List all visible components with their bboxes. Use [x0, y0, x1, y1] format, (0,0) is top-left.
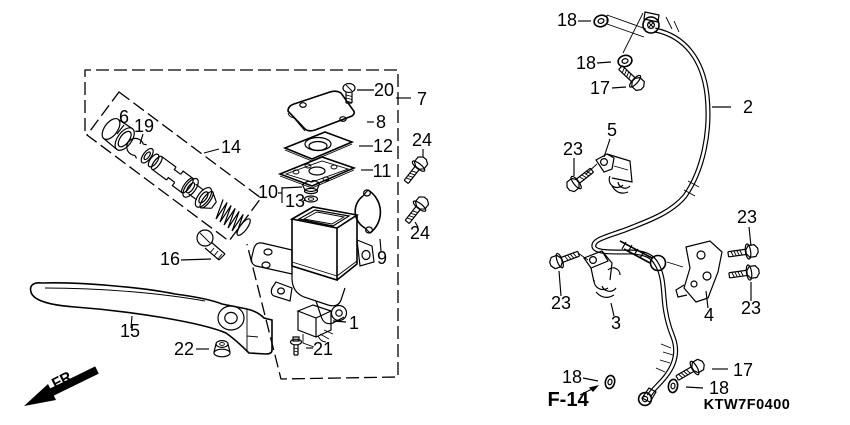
callout-13: 13: [285, 191, 305, 211]
callout-18-2-leader: [596, 61, 612, 64]
fr-direction-arrow: FR.: [24, 366, 99, 406]
callout-23-2: 23: [551, 293, 571, 313]
callout-17-bottom: 17: [733, 360, 753, 380]
figure-ref-label: F-14: [547, 389, 589, 411]
callout-17-top-leader: [611, 86, 627, 89]
top-fitting-leader-band: [606, 12, 647, 54]
callout-20: 20: [374, 80, 394, 100]
callout-11: 11: [373, 161, 392, 181]
callout-23-1: 23: [563, 139, 583, 159]
switch-screw: [289, 336, 303, 356]
seal-washer-18-3: [603, 373, 617, 391]
callout-16: 16: [160, 249, 180, 269]
callout-18-2: 18: [576, 53, 596, 73]
hose-bottom-fitting: [637, 387, 657, 407]
callout-21: 21: [313, 339, 333, 359]
hose-clamp-3: [583, 250, 621, 298]
callout-5: 5: [607, 120, 617, 140]
reservoir-cap: [287, 90, 356, 132]
handlebar-clamp: [354, 189, 382, 234]
callout-18-4: 18: [709, 378, 729, 398]
callout-12: 12: [373, 136, 393, 156]
cap-nut-bracket: [281, 186, 303, 203]
lever-pivot-nut: [213, 340, 231, 358]
lever-pivot-bolt: [196, 229, 226, 261]
callout-19-leader: [139, 133, 144, 145]
seal-washer-18-2: [615, 52, 635, 70]
piston-kit-boundary: [86, 91, 262, 242]
callout-23-3: 23: [737, 207, 757, 227]
callout-13-leader: [302, 199, 307, 202]
reservoir-cap-screw: [342, 82, 356, 104]
banjo-bolt-17-bottom: [672, 355, 708, 386]
callout-24-1: 24: [412, 130, 432, 150]
callout-5-leader: [603, 138, 611, 158]
assembly-boundary: [84, 69, 399, 380]
callout-17-top: 17: [590, 78, 610, 98]
clamp-bolt-23-3: [726, 242, 760, 263]
callout-10: 10: [258, 182, 278, 202]
callout-18-3: 18: [562, 367, 582, 387]
callout-14: 14: [221, 137, 241, 157]
callout-23-2-leader: [558, 270, 562, 297]
figure-ref-arrow: [579, 385, 599, 396]
callout-18-4-leader: [685, 386, 704, 389]
master-cylinder-body: [250, 206, 375, 325]
reservoir-plate: [282, 131, 355, 162]
seal-washer-18-4: [666, 378, 680, 394]
clamp-bolt-23-4: [727, 263, 761, 284]
callout-1: 1: [349, 313, 359, 333]
callout-3: 3: [611, 313, 621, 333]
callout-14-leader: [203, 148, 220, 154]
brake-switch: [296, 304, 334, 348]
callout-16-leader: [180, 258, 212, 261]
callout-4-leader: [705, 290, 709, 309]
callout-23-3-leader: [748, 226, 752, 247]
callout-4: 4: [704, 305, 714, 325]
clamp-bolt-23-2: [547, 246, 582, 272]
small-washer: [303, 195, 319, 203]
callout-8: 8: [376, 112, 386, 132]
hose-mid-joint: [619, 240, 667, 272]
clamp-bolt-24-lower: [400, 192, 433, 228]
hose-top-fitting: [642, 11, 660, 34]
reservoir-diaphragm: [277, 156, 357, 189]
callout-15-leader: [130, 315, 133, 329]
bolt-assembly-lines: [577, 163, 598, 261]
callout-9: 9: [377, 248, 387, 268]
callout-23-4: 23: [741, 298, 761, 318]
callout-18-3-leader: [582, 377, 599, 382]
brake-hose: [591, 16, 711, 398]
callout-15: 15: [120, 321, 140, 341]
callout-3-leader: [610, 302, 615, 317]
banjo-bolt-17-top: [614, 61, 649, 95]
callout-6-leader: [116, 124, 125, 135]
callout-18-1: 18: [557, 10, 577, 30]
callout-22: 22: [174, 339, 194, 359]
callout-7: 7: [417, 89, 427, 109]
callout-9-leader: [379, 238, 382, 252]
piston-kit-parts: [101, 117, 251, 237]
brake-lever: [29, 282, 273, 355]
callout-2: 2: [743, 97, 753, 117]
callout-6: 6: [119, 107, 129, 127]
hose-clamp-5: [595, 153, 633, 194]
callout-24-2: 24: [410, 223, 430, 243]
cap-nut: [302, 179, 320, 195]
callout-24-2-leader: [414, 221, 419, 228]
callout-19: 19: [134, 116, 154, 136]
callout-1-leader: [332, 320, 347, 323]
clamp-bolt-24-upper: [399, 152, 432, 188]
catalog-code: KTW7F0400: [704, 397, 791, 413]
hose-bracket-4: [666, 240, 723, 303]
